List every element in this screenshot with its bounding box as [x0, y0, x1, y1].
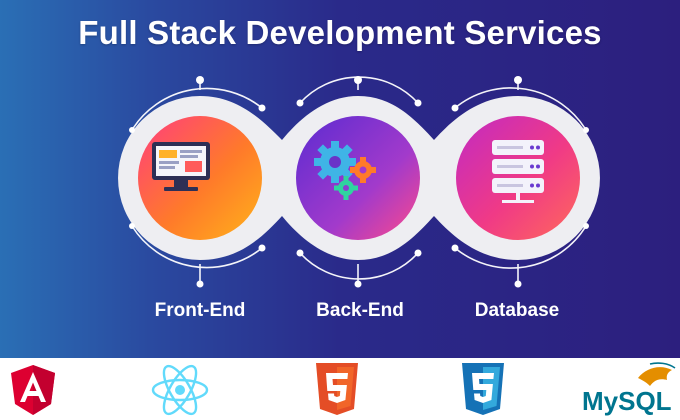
server-icon [492, 140, 544, 203]
orbit-dots [129, 76, 589, 288]
orbit-lines [131, 76, 587, 284]
mysql-logo-text: MySQL [582, 386, 672, 416]
monitor-icon [152, 142, 210, 191]
page-title: Full Stack Development Services [78, 14, 602, 51]
mysql-logo-icon: MySQL [582, 362, 676, 416]
frontend-label: Front-End [154, 300, 246, 321]
backend-node [296, 116, 420, 240]
database-node [456, 116, 580, 240]
css3-logo-icon [462, 363, 504, 415]
gears-icon [314, 141, 376, 200]
html5-logo-icon [316, 363, 358, 415]
backend-label: Back-End [316, 300, 404, 321]
database-label: Database [474, 300, 560, 321]
react-logo-icon [151, 364, 209, 416]
angular-logo-icon [11, 365, 55, 415]
tech-logos-strip: MySQL [0, 358, 680, 420]
frontend-node [138, 116, 262, 240]
